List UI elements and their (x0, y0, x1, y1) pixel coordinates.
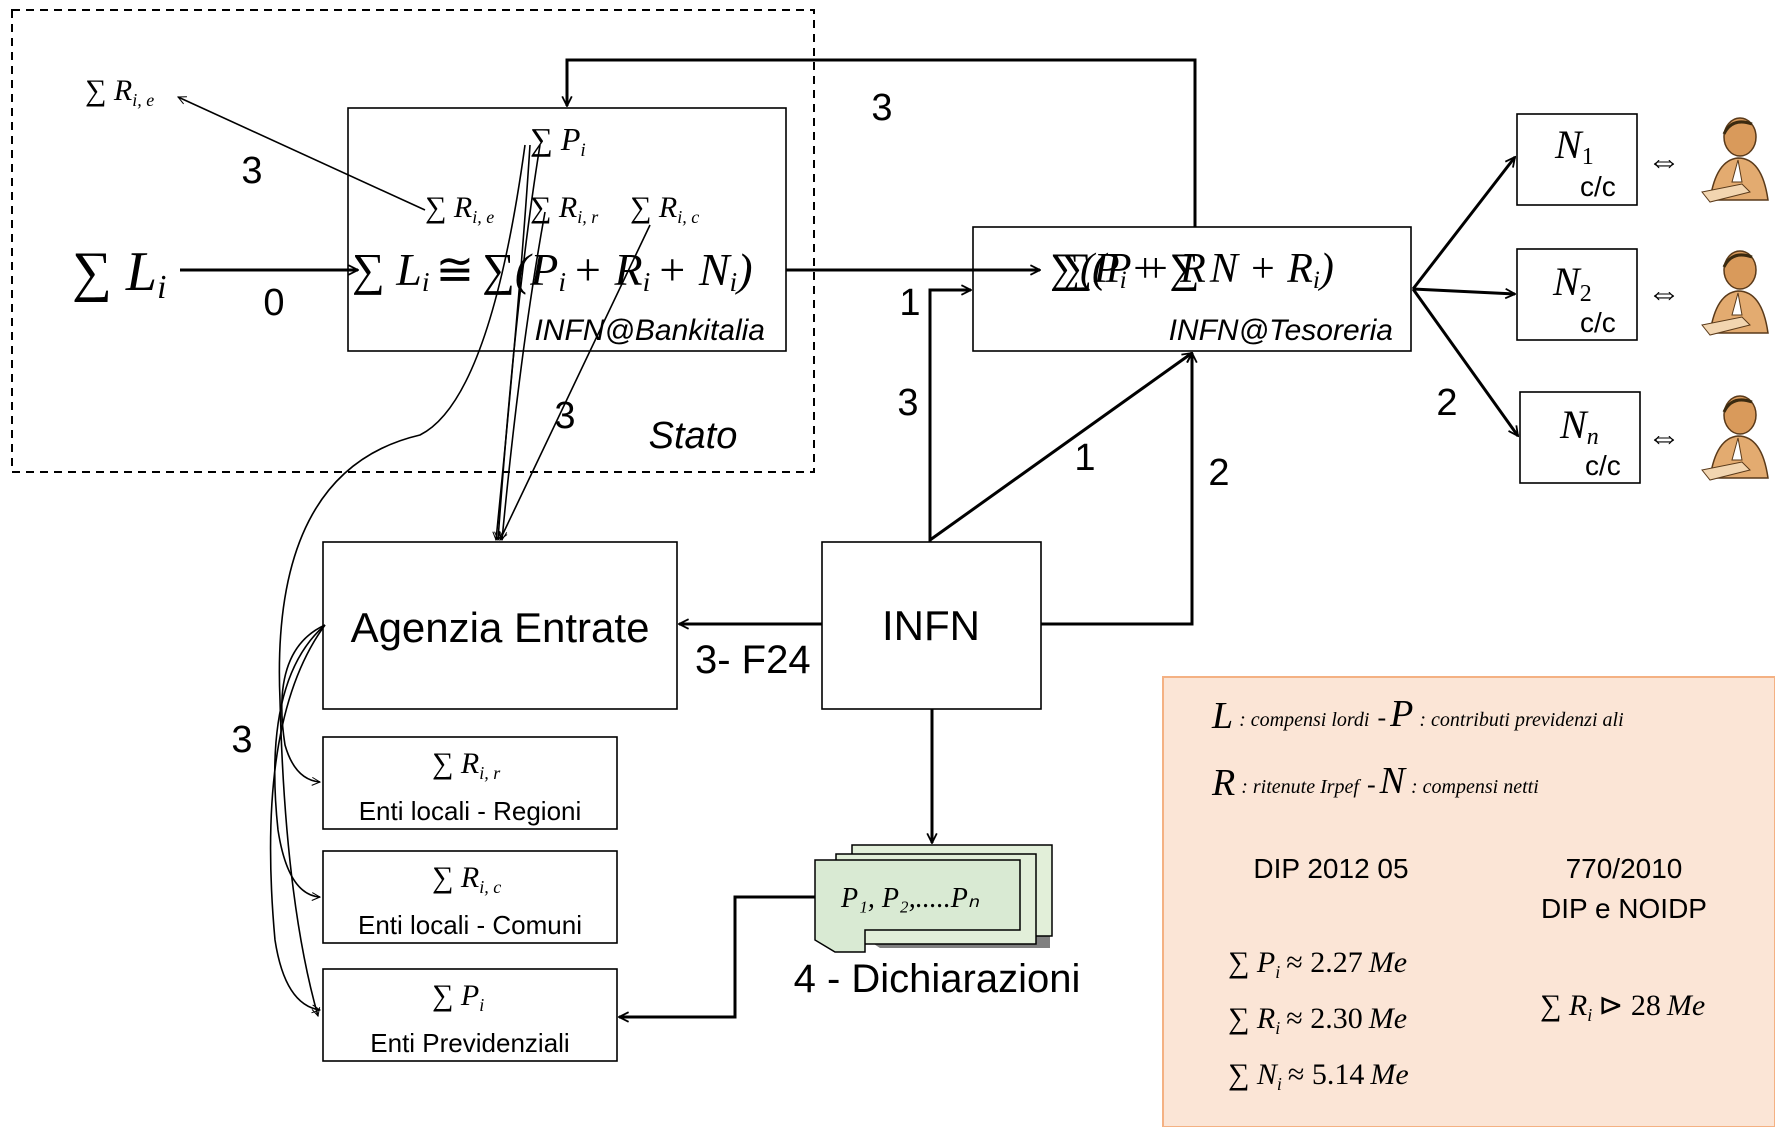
svg-text:R: ritenute Irpef-N: compensi: R: ritenute Irpef-N: compensi netti (1211, 760, 1539, 804)
person-icon (1701, 250, 1769, 336)
agenzia-entrate-box (322, 541, 678, 710)
svg-text:Nn: Nn (1559, 402, 1599, 450)
dichiarazioni-label: 4 - Dichiarazioni (794, 957, 1081, 1001)
svg-text:∑ Li≅∑(Pi+ Ri+ Ni): ∑ Li≅∑(Pi+ Ri+ Ni) (352, 244, 753, 297)
arrow-infn-diagonal-to-tesoreria (929, 351, 1192, 542)
legend-box: L: compensi lordi-P: contributi previden… (1162, 676, 1775, 1127)
arrow-to-account-2 (1412, 287, 1515, 294)
step-label-1-diag: 1 (1074, 437, 1095, 479)
person-icon (1701, 117, 1769, 203)
step-label-3-left: 3 (231, 719, 252, 761)
dichiarazioni-documents: P₁, P₂,.....Pₙ (814, 844, 1053, 953)
arrow-sum-rr-to-agenzia (502, 211, 546, 540)
input-sum-l: ∑ Li (72, 241, 166, 306)
tesoreria-formula: ∑(Pi+ ∑ N + Ri) ∑(P + R (1050, 246, 1334, 294)
svg-text:∑ Ri, e: ∑ Ri, e (425, 191, 494, 227)
bankitalia-caption: INFN@Bankitalia (534, 314, 765, 347)
step-label-3-bankitalia: 3 (554, 395, 575, 437)
svg-text:c/c: c/c (1580, 307, 1616, 338)
svg-text:Enti locali - Comuni: Enti locali - Comuni (358, 910, 582, 940)
equiv-icon-n: ⇔ (1647, 418, 1681, 456)
svg-text:N2: N2 (1552, 259, 1592, 307)
svg-text:DIP e NOIDP: DIP e NOIDP (1541, 893, 1707, 924)
svg-text:P₁, P₂,.....Pₙ: P₁, P₂,.....Pₙ (840, 883, 980, 914)
account-n: Nn c/c (1519, 391, 1641, 484)
tesoreria-box (972, 226, 1412, 352)
bankitalia-sum-rc: ∑ Ri, c (630, 191, 699, 227)
svg-text:770/2010: 770/2010 (1566, 853, 1683, 884)
step-label-3-top: 3 (871, 87, 892, 129)
bankitalia-main-formula: ∑ Li≅∑(Pi+ Ri+ Ni) (352, 244, 753, 297)
bankitalia-box (347, 107, 787, 352)
svg-text:c/c: c/c (1580, 171, 1616, 202)
enti-previdenziali-box: ∑ Pi Enti Previdenziali (322, 968, 618, 1062)
enti-regioni-box: ∑ Ri, r Enti locali - Regioni (322, 736, 618, 830)
svg-text:∑ Ri, c: ∑ Ri, c (432, 861, 501, 897)
svg-text:∑ Li: ∑ Li (72, 241, 166, 306)
svg-text:∑ Ri, e: ∑ Ri, e (85, 74, 154, 110)
equiv-icon-2: ⇔ (1647, 274, 1681, 312)
stato-region (11, 9, 815, 473)
arrow-dichiarazioni-to-previdenziali (619, 895, 815, 1017)
svg-text:∑ Pi: ∑ Pi (432, 979, 484, 1015)
bankitalia-sum-rr: ∑ Ri, r (530, 191, 599, 227)
tesoreria-caption: INFN@Tesoreria (1169, 314, 1393, 347)
svg-text:L: compensi lordi-P: contribu: L: compensi lordi-P: contributi previden… (1211, 693, 1624, 737)
arrow-sum-rc-to-agenzia (499, 224, 651, 540)
arrow-to-top-left-re (178, 97, 426, 211)
step-label-1-left: 1 (899, 282, 920, 324)
top-left-sum-re: ∑ Ri, e (85, 74, 154, 110)
svg-text:c/c: c/c (1585, 450, 1621, 481)
svg-text:∑(P + R: ∑(P + R (1062, 246, 1206, 292)
person-icon (1701, 395, 1769, 481)
svg-text:∑ Ri, r: ∑ Ri, r (432, 747, 501, 783)
equiv-icon-1: ⇔ (1647, 142, 1681, 180)
step-label-3-top-left: 3 (241, 150, 262, 192)
arrow-infn-to-tesoreria-left (928, 290, 971, 542)
svg-text:∑ Ri, c: ∑ Ri, c (630, 191, 699, 227)
step-label-0: 0 (263, 282, 284, 324)
curve-to-enti-previdenziali (278, 144, 526, 1016)
svg-text:Enti Previdenziali: Enti Previdenziali (370, 1028, 569, 1058)
agenzia-entrate-label: Agenzia Entrate (351, 604, 650, 651)
step-label-2-right: 2 (1208, 452, 1229, 494)
arrow-to-account-n (1411, 288, 1520, 436)
f24-label: 3- F24 (695, 638, 811, 682)
enti-comuni-box: ∑ Ri, c Enti locali - Comuni (322, 850, 618, 944)
arrow-to-account-1 (1411, 157, 1515, 290)
svg-text:∑ Ri, r: ∑ Ri, r (530, 191, 599, 227)
svg-text:Enti locali - Regioni: Enti locali - Regioni (359, 796, 582, 826)
svg-text:DIP 2012 05: DIP 2012 05 (1253, 853, 1408, 884)
infn-box (821, 541, 1042, 710)
arrow-tesoreria-to-bankitalia (567, 58, 1197, 227)
step-label-2-accounts: 2 (1436, 382, 1457, 424)
account-1: N1 c/c (1516, 113, 1638, 206)
stato-label: Stato (649, 415, 738, 457)
arrow-sum-re-to-agenzia (496, 144, 531, 540)
svg-text:N1: N1 (1554, 122, 1594, 170)
curve-agenzia-to-previdenziali (269, 624, 326, 1010)
curve-agenzia-to-comuni (273, 624, 326, 897)
arrow-infn-right-to-tesoreria (1041, 353, 1192, 626)
bankitalia-sum-re: ∑ Ri, e (425, 191, 494, 227)
infn-label: INFN (882, 602, 980, 649)
step-label-3-mid: 3 (897, 382, 918, 424)
account-2: N2 c/c (1516, 248, 1638, 341)
svg-text:∑(Pi+ ∑ N + Ri): ∑(Pi+ ∑ N + Ri) (1050, 246, 1334, 294)
